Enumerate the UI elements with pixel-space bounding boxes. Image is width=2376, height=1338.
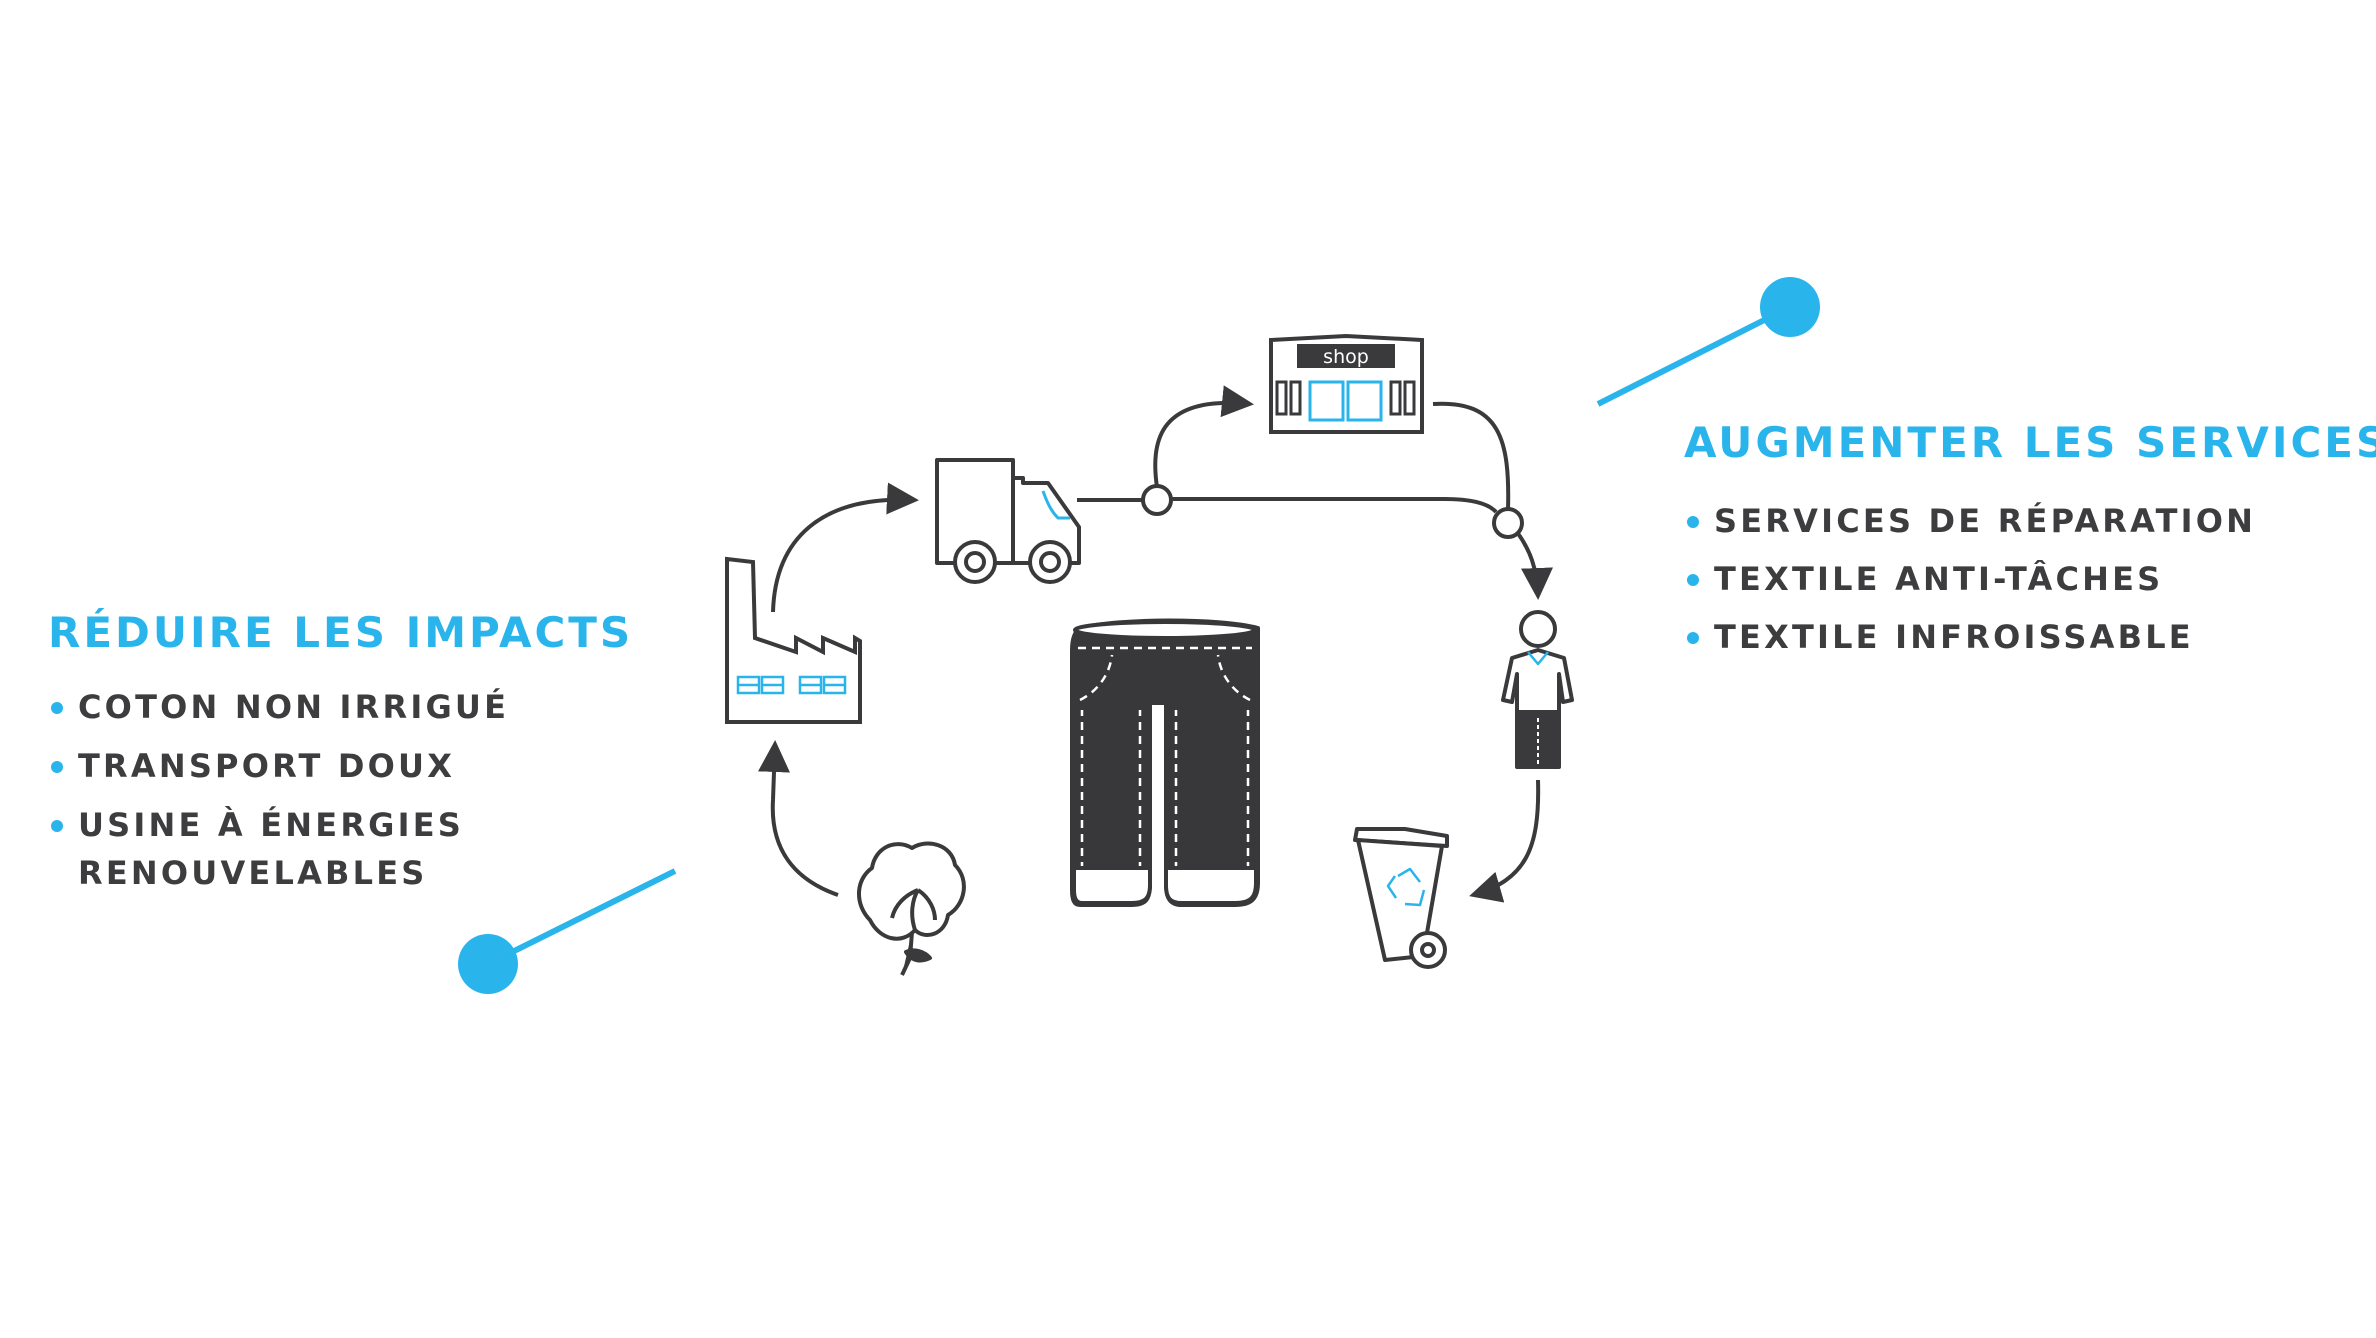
left-pointer <box>458 868 677 994</box>
left-panel: RÉDUIRE LES IMPACTS COTON NON IRRIGUÉ TR… <box>48 608 633 908</box>
right-panel: AUGMENTER LES SERVICES SERVICES DE RÉPAR… <box>1684 418 2376 671</box>
list-item: TEXTILE ANTI-TÂCHES <box>1684 555 2376 603</box>
flow-connectors <box>758 385 1553 903</box>
recycle-bin-icon <box>1353 827 1449 969</box>
bullet-dot <box>1687 574 1699 586</box>
shop-icon: shop <box>1269 333 1424 434</box>
arrow-factory-to-truck <box>771 482 919 613</box>
bullet-dot <box>51 702 63 714</box>
line-direct-to-right-junction <box>1171 497 1498 514</box>
bullet-dot <box>1687 516 1699 528</box>
right-pointer <box>1596 277 1820 407</box>
bullet-dot <box>51 761 63 773</box>
right-panel-title: AUGMENTER LES SERVICES <box>1684 418 2376 467</box>
arrow-junction-to-shop <box>1153 385 1254 488</box>
left-panel-title: RÉDUIRE LES IMPACTS <box>48 608 634 657</box>
right-panel-list: SERVICES DE RÉPARATION TEXTILE ANTI-TÂCH… <box>1684 497 2376 661</box>
list-item: SERVICES DE RÉPARATION <box>1684 497 2376 545</box>
jeans-icon <box>1070 618 1260 907</box>
shop-sign-text: shop <box>1323 346 1369 368</box>
arrow-person-to-bin <box>1469 779 1541 903</box>
list-item: TRANSPORT DOUX <box>48 742 633 790</box>
truck-icon <box>935 458 1081 584</box>
list-item: TEXTILE INFROISSABLE <box>1684 613 2376 661</box>
arrow-cotton-to-factory <box>758 740 839 897</box>
bullet-dot <box>1687 632 1699 644</box>
cotton-icon <box>857 841 966 976</box>
left-panel-list: COTON NON IRRIGUÉ TRANSPORT DOUX USINE À… <box>48 683 633 897</box>
arrow-junction-to-person <box>1515 530 1553 600</box>
line-shop-to-right-junction <box>1432 401 1511 511</box>
bullet-dot <box>51 820 63 832</box>
junction-left <box>1141 484 1173 516</box>
person-icon <box>1501 610 1574 769</box>
junction-right <box>1492 507 1524 539</box>
list-item: USINE À ÉNERGIES RENOUVELABLES <box>48 801 498 897</box>
factory-icon <box>725 556 862 724</box>
list-item: COTON NON IRRIGUÉ <box>48 683 633 731</box>
